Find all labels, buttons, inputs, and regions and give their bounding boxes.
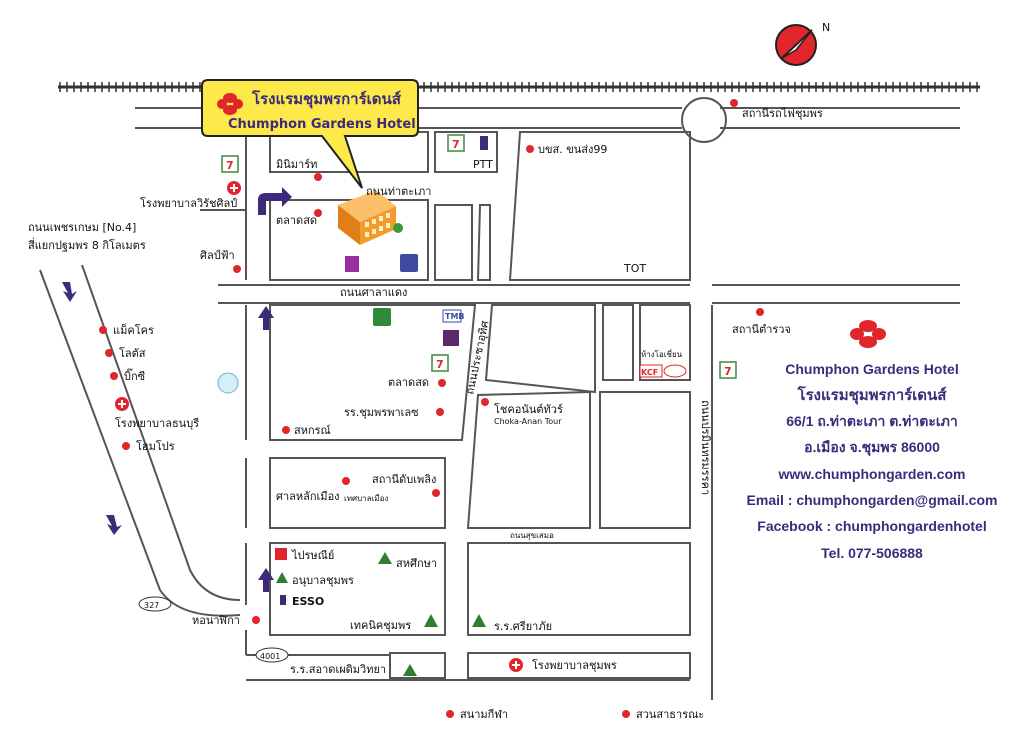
info-logo-icon [850,320,886,348]
svg-text:327: 327 [144,601,159,610]
info-facebook: Facebook : chumphongardenhotel [757,518,986,534]
label-big-c: บิ๊กซี [124,368,146,383]
info-website: www.chumphongarden.com [778,466,966,482]
label-choka-anan-en: Choka-Anan Tour [494,417,562,426]
school-icons [276,552,486,676]
label-bks-99: บขส. ขนส่ง99 [538,143,607,156]
label-kindergarten: อนุบาลชุมพร [292,574,354,587]
hospital-icons [115,181,523,672]
label-highway-line2: สี่แยกปฐมพร 8 กิโลเมตร [28,237,146,252]
kasikorn-bank-icon [373,308,391,326]
label-chumphon-hospital: โรงพยาบาลชุมพร [532,658,617,672]
label-city-pillar: ศาลหลักเมือง [276,490,340,503]
seven-eleven-icons: 7 7 7 7 [221,134,737,379]
post-office-icon [275,548,287,560]
label-silpfa: ศิลป์ฟ้า [200,249,235,262]
info-email: Email : chumphongarden@gmail.com [747,492,998,508]
label-highway-line1: ถนนเพชรเกษม [No.4] [28,221,136,234]
callout-english-name: Chumphon Gardens Hotel [228,117,416,132]
location-markers [99,99,764,718]
svg-text:7: 7 [226,159,234,172]
info-tel: Tel. 077-506888 [821,545,923,561]
label-chumphon-school: รร.ชุมพรพาเลซ [344,406,419,419]
compass-icon: N [775,21,830,66]
bangkok-bank-icon [400,254,418,272]
label-minimart: มินิมาร์ท [276,158,317,171]
label-sahasuksa: สหศึกษา [396,557,437,570]
hotel-building-icon [338,190,403,245]
bank-icon [345,256,359,272]
railway-track [58,82,980,92]
label-thonburi-hospital: โรงพยาบาลธนบุรี [115,416,199,430]
info-panel: Chumphon Gardens Hotel โรงแรมชุมพรการ์เด… [747,320,998,561]
label-clock-tower: หอนาฬิกา [192,614,240,627]
label-suksamer-road: ถนนสุขเสมอ [510,531,554,540]
label-market-north: ตลาดสด [276,214,317,227]
label-cooperative: สหกรณ์ [294,424,331,437]
road-network [39,97,960,700]
hotel-callout: โรงแรมชุมพรการ์เดนส์ Chumphon Gardens Ho… [201,79,419,189]
label-department-store: ห้างโอเชี่ยน [641,348,683,359]
route-4001-badge [255,647,289,663]
label-technical-college: เทคนิคชุมพร [350,619,411,632]
compass-north-label: N [822,21,830,34]
svg-text:7: 7 [724,365,732,378]
label-esso: ESSO [292,595,324,608]
label-stadium: สนามกีฬา [460,708,508,721]
label-tha-taphao-road: ถนนท่าตะเภา [366,185,431,198]
kcf-logo-icon [639,364,663,378]
water-icon [217,372,239,394]
label-municipality: เทศบาลเมือง [344,494,388,503]
label-makro: แม็คโคร [113,323,154,337]
direction-arrows [62,187,292,592]
callout-thai-name: โรงแรมชุมพรการ์เดนส์ [251,89,402,109]
svg-text:7: 7 [452,138,460,151]
krungsri-bank-icon [443,330,459,346]
svg-text:TMB: TMB [445,312,465,321]
label-ptt: PTT [473,158,493,171]
map-labels: สถานีรถไฟชุมพร บขส. ขนส่ง99 PTT มินิมาร์… [28,107,823,721]
info-address-line2: อ.เมือง จ.ชุมพร 86000 [804,439,940,456]
info-name-en: Chumphon Gardens Hotel [785,361,958,377]
svg-text:7: 7 [436,358,444,371]
svg-text:4001: 4001 [260,652,280,661]
label-post-office: ไปรษณีย์ [291,549,334,562]
label-choka-anan-th: โชคอนันต์ทัวร์ [494,402,563,416]
restaurant-logo-icon [663,364,687,378]
route-327-badge [138,596,172,612]
label-homepro: โฮมโปร [136,439,175,453]
label-lotus: โลตัส [119,346,146,360]
tmb-bank-icon [442,309,462,323]
label-poramin-road: ถนนปรมินทรมรรคา [699,400,712,495]
label-tot: TOT [623,262,646,275]
label-police-station: สถานีตำรวจ [732,323,791,336]
label-sriyapai-school: ร.ร.ศรียาภัย [494,620,552,633]
label-fire-station: สถานีดับเพลิง [372,473,436,486]
label-railway-station: สถานีรถไฟชุมพร [742,107,823,120]
info-address-line1: 66/1 ถ.ท่าตะเภา ต.ท่าตะเภา [786,413,958,429]
svg-text:KCF: KCF [641,368,658,377]
label-public-park: สวนสาธารณะ [636,708,704,721]
hotel-logo-icon [217,93,243,115]
label-sala-daeng-road: ถนนศาลาแดง [340,286,407,299]
fuel-pump-icons [280,136,488,605]
label-wirat-hospital: โรงพยาบาลวิรัชศิลป์ [140,196,237,210]
label-market-south: ตลาดสด [388,376,429,389]
info-name-th: โรงแรมชุมพรการ์เดนส์ [797,385,948,405]
label-satit-school: ร.ร.สอาดเผดิมวิทยา [290,663,386,676]
